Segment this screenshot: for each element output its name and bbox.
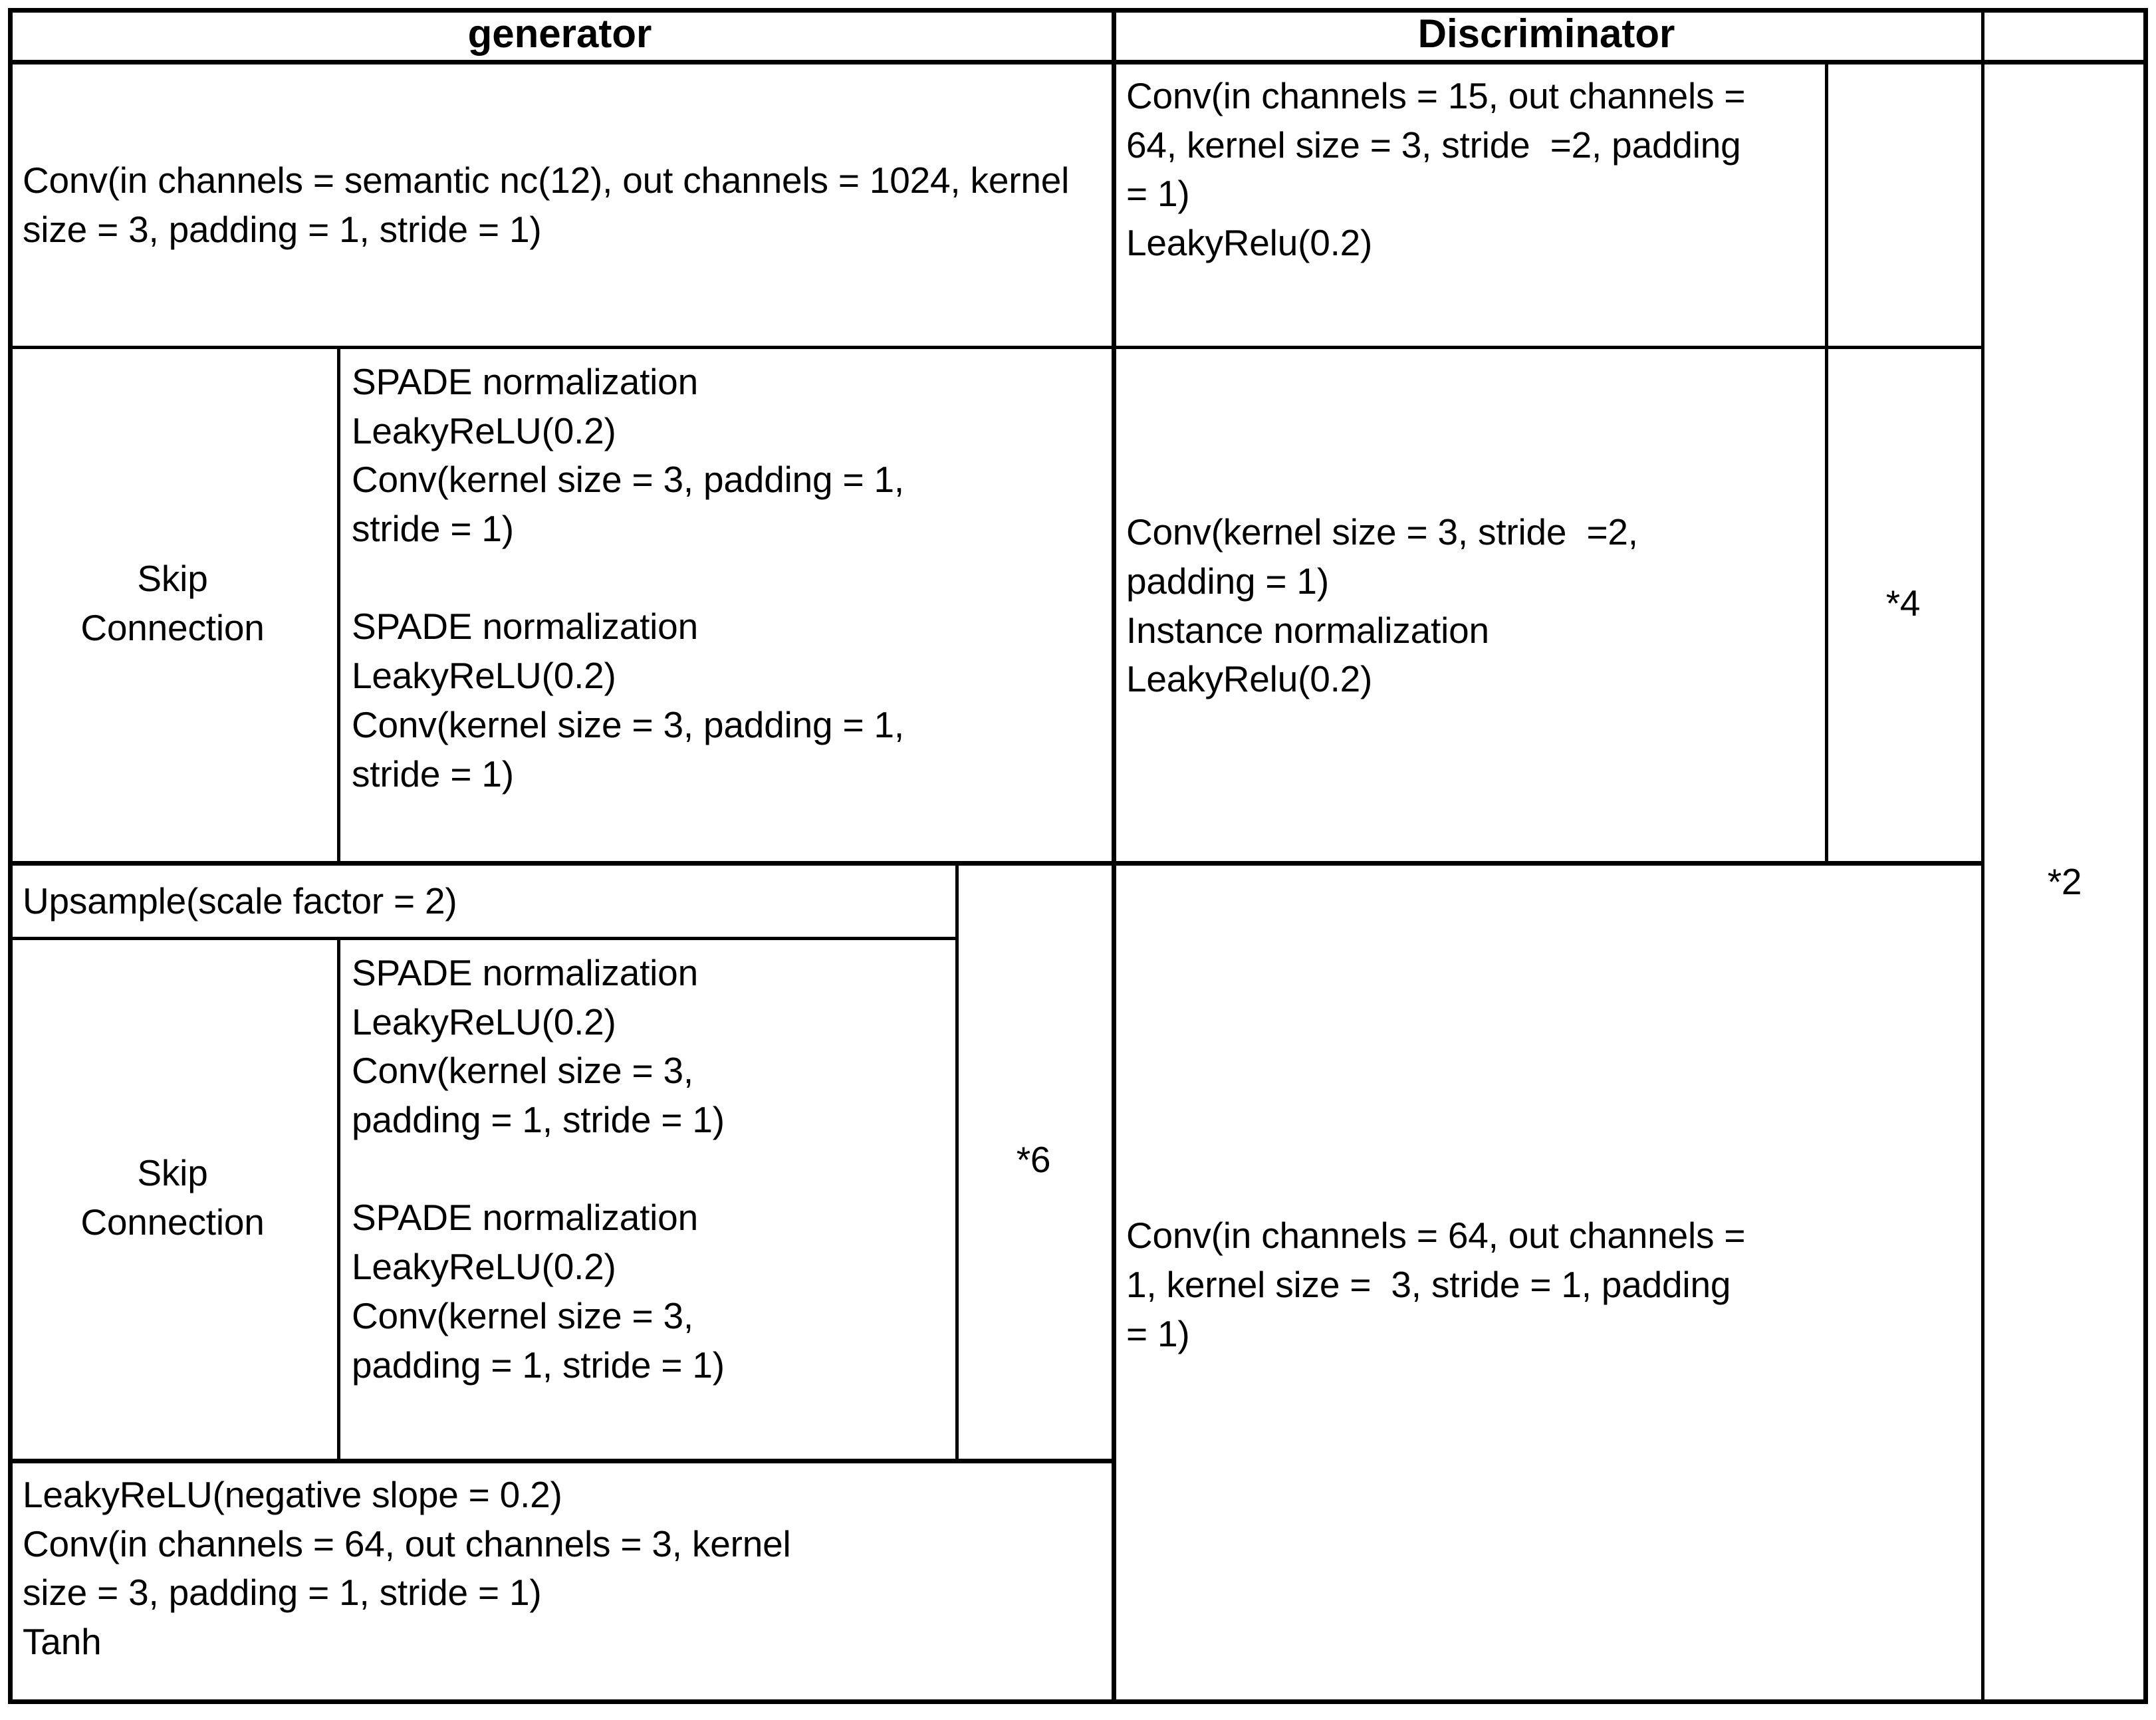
generator-skip-connection-label-1-text: Skip Connection — [80, 557, 265, 648]
discriminator-mid-block-text: Conv(kernel size = 3, stride =2, padding… — [1126, 511, 1638, 700]
generator-upsample-text: Upsample(scale factor = 2) — [23, 880, 457, 922]
generator-repeat-6-text: *6 — [1016, 1138, 1051, 1180]
table-border-left — [8, 8, 13, 1704]
discriminator-repeat-2-cell: *2 — [1981, 60, 2148, 1704]
discriminator-tail-block-text: Conv(in channels = 64, out channels = 1,… — [1126, 1215, 1746, 1354]
rule-repeat2-divider — [1981, 8, 1984, 1704]
generator-tail-block: LeakyReLU(negative slope = 0.2) Conv(in … — [8, 1459, 1112, 1704]
header-discriminator-label: Discriminator — [1417, 11, 1675, 56]
discriminator-mid-block: Conv(kernel size = 3, stride =2, padding… — [1112, 346, 1825, 861]
generator-skip-block-2-text: SPADE normalization LeakyReLU(0.2) Conv(… — [352, 952, 725, 1386]
discriminator-row1-cell: Conv(in channels = 15, out channels = 64… — [1112, 60, 1825, 346]
table-border-bottom — [8, 1699, 2148, 1704]
network-architecture-table: generator Discriminator Conv(in channels… — [8, 8, 2148, 1704]
generator-row1-conv-cell: Conv(in channels = semantic nc(12), out … — [8, 60, 1112, 346]
rule-skip-label-divider-2 — [337, 937, 340, 1459]
discriminator-repeat-4-text: *4 — [1885, 582, 1921, 624]
generator-tail-block-text: LeakyReLU(negative slope = 0.2) Conv(in … — [23, 1474, 791, 1663]
generator-skip-block-1: SPADE normalization LeakyReLU(0.2) Conv(… — [337, 346, 1112, 861]
table-border-top — [8, 8, 2148, 13]
generator-skip-connection-label-2-text: Skip Connection — [80, 1152, 265, 1243]
rule-repeat6-divider — [955, 861, 959, 1459]
header-repeat-spacer — [1981, 8, 2148, 60]
generator-skip-block-1-text: SPADE normalization LeakyReLU(0.2) Conv(… — [352, 361, 904, 795]
rule-skip-label-divider-1 — [337, 346, 340, 861]
rule-under-skipblock2 — [8, 1459, 1112, 1463]
rule-under-header — [8, 60, 2148, 64]
rule-under-row2 — [8, 861, 1981, 866]
header-discriminator: Discriminator — [1112, 8, 1981, 60]
generator-row1-conv-text: Conv(in channels = semantic nc(12), out … — [23, 160, 1080, 250]
discriminator-row1-repeat-spacer — [1825, 60, 1981, 346]
generator-skip-connection-label-1: Skip Connection — [8, 346, 337, 861]
rule-generator-discriminator-divider — [1112, 8, 1116, 1704]
discriminator-row1-text: Conv(in channels = 15, out channels = 64… — [1126, 75, 1746, 264]
header-generator: generator — [8, 8, 1112, 60]
table-border-right — [2143, 8, 2148, 1704]
generator-upsample-cell: Upsample(scale factor = 2) — [8, 861, 955, 937]
discriminator-repeat-4-cell: *4 — [1825, 346, 1981, 861]
rule-under-upsample — [8, 937, 955, 940]
discriminator-tail-block: Conv(in channels = 64, out channels = 1,… — [1112, 861, 1981, 1704]
header-generator-label: generator — [467, 11, 652, 56]
rule-repeat4-divider — [1825, 60, 1828, 861]
rule-under-row1 — [8, 346, 1981, 349]
generator-repeat-6-cell: *6 — [955, 861, 1112, 1459]
discriminator-repeat-2-text: *2 — [2047, 860, 2082, 902]
generator-skip-block-2: SPADE normalization LeakyReLU(0.2) Conv(… — [337, 937, 955, 1459]
generator-skip-connection-label-2: Skip Connection — [8, 937, 337, 1459]
